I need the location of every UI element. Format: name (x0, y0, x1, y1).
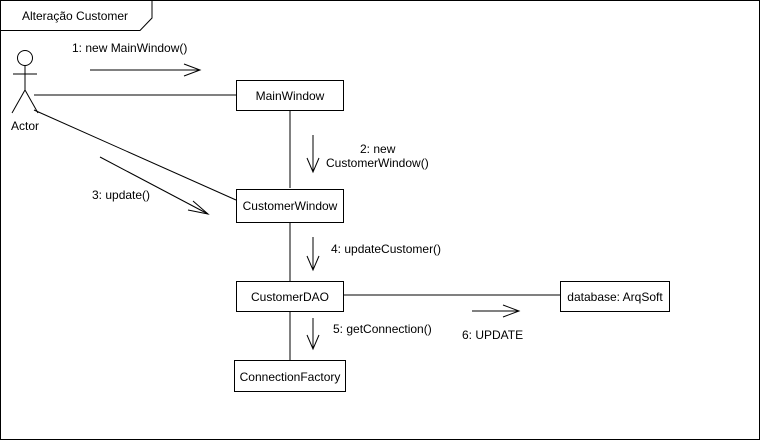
message-4-label: 4: updateCustomer() (331, 242, 441, 256)
message-arrows (90, 63, 521, 351)
object-database[interactable]: database: ArqSoft (560, 281, 670, 312)
object-customerdao[interactable]: CustomerDAO (236, 281, 344, 312)
object-mainwindow-label: MainWindow (256, 89, 325, 103)
actor-label: Actor (11, 119, 39, 133)
arrow-m4-icon (306, 237, 320, 272)
object-customerwindow[interactable]: CustomerWindow (236, 189, 344, 223)
arrow-m3-icon (99, 156, 210, 215)
object-customerwindow-label: CustomerWindow (243, 199, 338, 213)
arrow-m1-icon (90, 63, 202, 77)
arrow-m2-icon (306, 135, 320, 174)
frame-title-tab (0, 0, 153, 31)
object-database-label: database: ArqSoft (567, 290, 663, 304)
message-3-label: 3: update() (92, 188, 150, 202)
message-1-label: 1: new MainWindow() (72, 41, 187, 55)
object-connectionfactory[interactable]: ConnectionFactory (234, 360, 346, 392)
object-connectionfactory-label: ConnectionFactory (240, 370, 341, 384)
message-5-label: 5: getConnection() (333, 322, 432, 336)
arrow-m5-icon (306, 318, 320, 351)
message-2-label-line1: 2: new (360, 142, 396, 156)
message-2-label-line2: CustomerWindow() (326, 156, 429, 170)
object-customerdao-label: CustomerDAO (251, 290, 329, 304)
frame-title: Alteração Customer (22, 9, 128, 23)
link-actor-customerwindow (33, 109, 237, 201)
stick-figure-icon[interactable] (11, 50, 39, 114)
links (33, 94, 560, 360)
message-6-label: 6: UPDATE (462, 328, 523, 342)
arrow-m6-icon (472, 304, 521, 318)
object-mainwindow[interactable]: MainWindow (236, 80, 344, 111)
